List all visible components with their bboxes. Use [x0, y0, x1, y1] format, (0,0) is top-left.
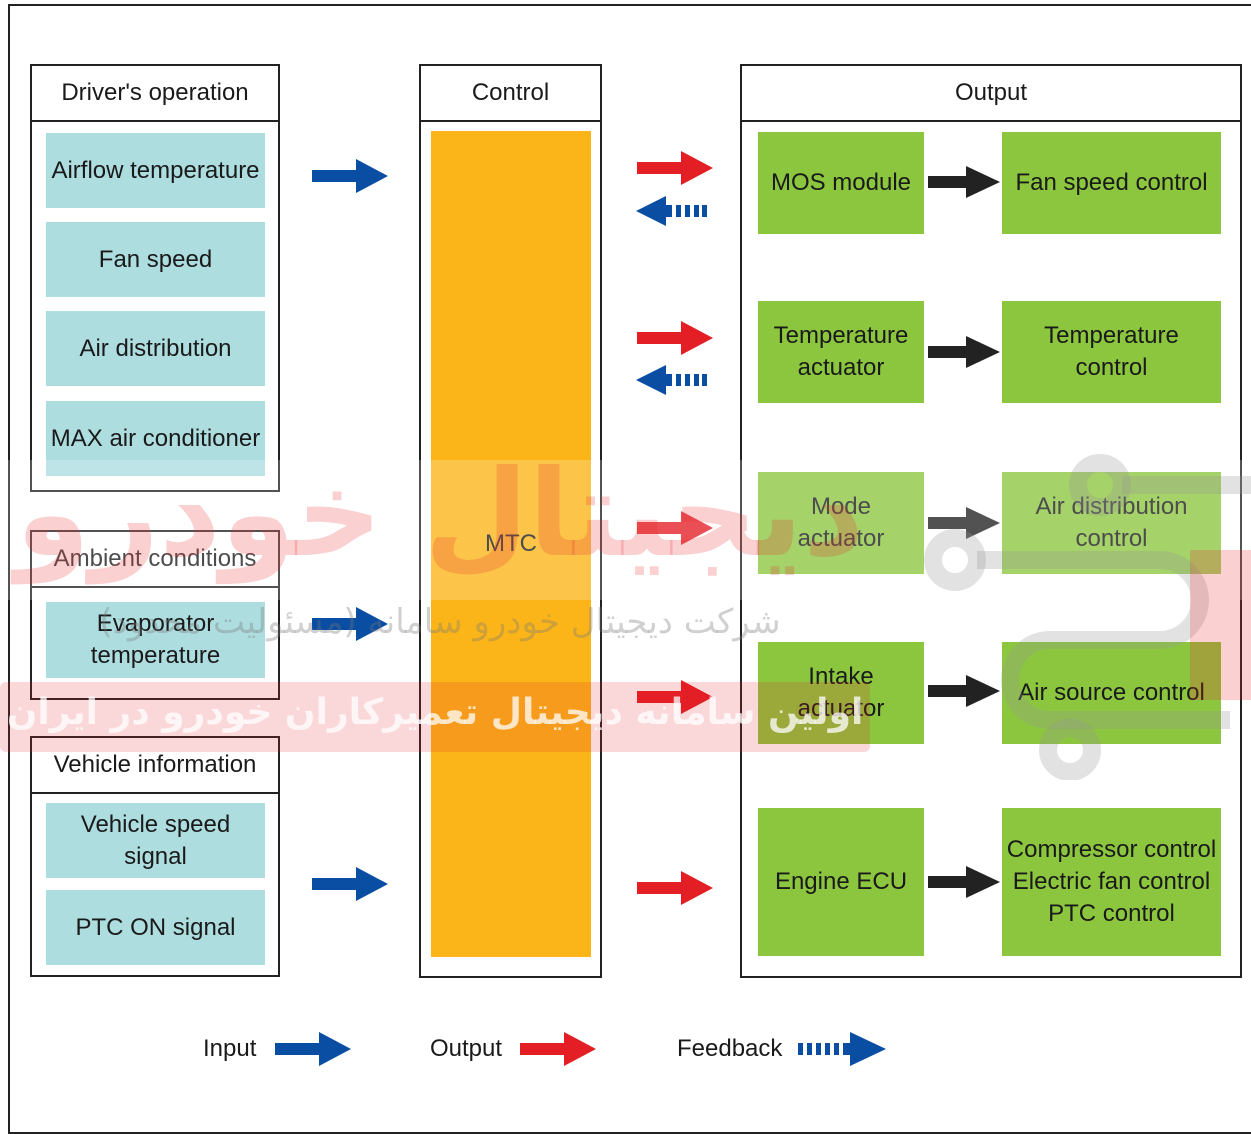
legend-output-label: Output [430, 1035, 503, 1062]
chain-arrow-mos [928, 166, 1000, 198]
chain-arrow-mode [928, 507, 1000, 539]
mode-actuator-box: Mode actuator [758, 472, 924, 574]
fan-speed-control-box: Fan speed control [1002, 132, 1221, 234]
vehicle-speed-signal-box: Vehicle speed signal [46, 803, 265, 878]
temperature-control-box: Temperature control [1002, 301, 1221, 403]
ptc-on-signal-box: PTC ON signal [46, 890, 265, 965]
mos-module-box: MOS module [758, 132, 924, 234]
compressor-fan-ptc-control-box: Compressor control Electric fan control … [1002, 808, 1221, 956]
evaporator-temperature-box: Evaporator temperature [46, 602, 265, 678]
output-arrow-intake [637, 680, 713, 714]
legend-input-arrow [275, 1032, 351, 1066]
air-distribution-box: Air distribution [46, 311, 265, 386]
air-source-control-box: Air source control [1002, 642, 1221, 744]
output-arrow-mos [637, 151, 713, 185]
output-title: Output [742, 66, 1240, 122]
legend-feedback-arrow [798, 1032, 886, 1066]
chain-arrow-engine-ecu [928, 866, 1000, 898]
air-distribution-control-box: Air distribution control [1002, 472, 1221, 574]
output-arrow-mode [637, 511, 713, 545]
input-arrow-ambient [312, 607, 388, 641]
feedback-arrow-mos [636, 196, 707, 226]
input-arrow-vehicle [312, 867, 388, 901]
engine-ecu-box: Engine ECU [758, 808, 924, 956]
fan-speed-box: Fan speed [46, 222, 265, 297]
drivers-operation-title: Driver's operation [32, 66, 278, 122]
temperature-actuator-box: Temperature actuator [758, 301, 924, 403]
output-arrow-engine-ecu [637, 871, 713, 905]
chain-arrow-temperature [928, 336, 1000, 368]
feedback-arrow-temperature [636, 365, 707, 395]
intake-actuator-box: Intake actuator [758, 642, 924, 744]
legend-input-label: Input [203, 1035, 257, 1062]
control-title: Control [421, 66, 600, 122]
airflow-temperature-box: Airflow temperature [46, 133, 265, 208]
output-arrow-temperature [637, 321, 713, 355]
vehicle-information-title: Vehicle information [32, 738, 278, 794]
legend-output-arrow [520, 1032, 596, 1066]
input-arrow-drivers [312, 159, 388, 193]
legend-feedback-label: Feedback [677, 1035, 783, 1062]
max-air-conditioner-box: MAX air conditioner [46, 401, 265, 476]
chain-arrow-intake [928, 675, 1000, 707]
mtc-control-bar: MTC [431, 131, 591, 957]
ambient-conditions-title: Ambient conditions [32, 532, 278, 588]
